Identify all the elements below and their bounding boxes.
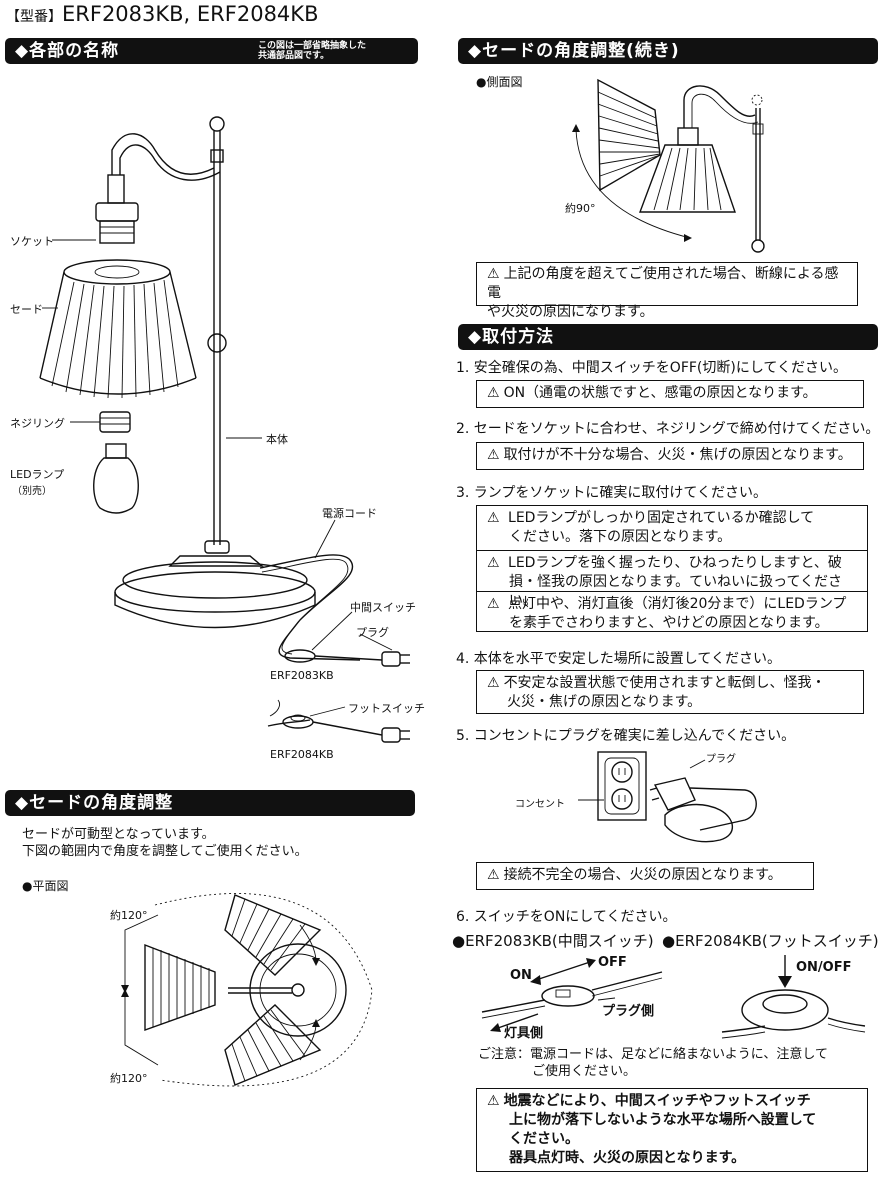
model-number-line: 【型番】ERF2083KB, ERF2084KB: [6, 2, 318, 26]
switch-on-label: ON: [510, 968, 532, 983]
step-6-note-line1: ご注意：電源コードは、足などに絡まないように、注意して: [478, 1047, 828, 1062]
switch-off-label: OFF: [598, 955, 627, 970]
section-parts-title: ◆各部の名称: [15, 41, 120, 61]
section-install-header: ◆取付方法: [458, 324, 878, 350]
step-5-warning: ⚠接続不完全の場合、火災の原因となります。: [476, 862, 814, 890]
step-3-text: 3. ランプをソケットに確実に取付けてください。: [456, 485, 767, 501]
warning-triangle-icon: ⚠: [487, 1093, 500, 1109]
step-3-warning-2-line1: LEDランプを強く握ったり、ひねったりしますと、破: [508, 555, 842, 571]
step-5-warning-text: 接続不完全の場合、火災の原因となります。: [503, 867, 782, 883]
section-parts-header: ◆各部の名称: [5, 38, 418, 64]
label-body: 本体: [266, 433, 288, 446]
warning-triangle-icon: ⚠: [487, 510, 500, 526]
step-6-text: 6. スイッチをONにしてください。: [456, 909, 677, 925]
label-nejiring: ネジリング: [10, 417, 65, 430]
step-6-warning-line2: 上に物が落下しないような水平な場所へ設置して: [509, 1112, 817, 1128]
step-6-warning: ⚠地震などにより、中間スイッチやフットスイッチ 上に物が落下しないような水平な場…: [476, 1088, 868, 1172]
parts-note-line2: 共通部品図です。: [258, 51, 330, 61]
step-4-warning-line2: 火災・焦げの原因となります。: [507, 694, 702, 710]
step-3-warning-3-line1: 点灯中や、消灯直後（消灯後20分まで）にLEDランプ: [508, 596, 847, 612]
step-3-warning-box: ⚠ LEDランプがしっかり固定されているか確認して ください。落下の原因となりま…: [476, 505, 868, 632]
side-angle-label: 約90°: [565, 202, 596, 215]
warning-triangle-icon: ⚠: [487, 675, 500, 691]
step-4-warning: ⚠不安定な設置状態で使用されますと転倒し、怪我・ 火災・焦げの原因となります。: [476, 670, 864, 714]
warning-triangle-icon: ⚠: [487, 555, 500, 571]
label-model-a: ERF2083KB: [270, 669, 334, 682]
plan-view-illustration: [121, 893, 373, 1087]
step-5-outlet-label: コンセント: [515, 799, 565, 810]
section-parts-note: この図は一部省略抽象した 共通部品図です。: [258, 41, 366, 61]
warning-angle-box: ⚠上記の角度を超えてご使用された場合、断線による感電 や火災の原因になります。: [476, 262, 858, 320]
step-2-warning-text: 取付けが不十分な場合、火災・焦げの原因となります。: [503, 447, 852, 463]
warning-angle-line1: 上記の角度を超えてご使用された場合、断線による感電: [487, 266, 839, 301]
step-3-warning-3-line2: を素手でさわりますと、やけどの原因となります。: [509, 615, 829, 631]
side-view-illustration: [572, 78, 765, 253]
label-plug: プラグ: [356, 626, 389, 639]
step-6-sub-b: ●ERF2084KB(フットスイッチ): [662, 932, 879, 950]
lamp-side-label: 灯具側: [504, 1026, 544, 1041]
step-1-warning-text: ON（通電の状態ですと、感電の原因となります。: [503, 385, 817, 401]
label-model-b: ERF2084KB: [270, 748, 334, 761]
step-4-text: 4. 本体を水平で安定した場所に設置してください。: [456, 651, 781, 667]
angle-desc-line1: セードが可動型となっています。: [22, 827, 215, 842]
warning-angle-line2: や火災の原因になります。: [487, 304, 654, 320]
section-install-title: ◆取付方法: [468, 327, 555, 347]
step-2-warning: ⚠取付けが不十分な場合、火災・焦げの原因となります。: [476, 442, 864, 470]
switch-illustrations: [481, 955, 866, 1039]
angle-bottom-label: 約120°: [110, 1072, 148, 1085]
label-led-lamp-note: （別売）: [12, 486, 52, 497]
label-mid-switch: 中間スイッチ: [350, 601, 416, 614]
label-shade: セード: [10, 303, 43, 316]
step-4-warning-line1: 不安定な設置状態で使用されますと転倒し、怪我・: [503, 675, 826, 691]
step-6-sub-a: ●ERF2083KB(中間スイッチ): [452, 932, 654, 950]
side-view-label: ●側面図: [476, 75, 523, 89]
warning-triangle-icon: ⚠: [487, 266, 500, 282]
outlet-plug-illustration: [578, 751, 757, 843]
lamp-parts-illustration: [39, 116, 410, 743]
step-3-warning-1-line1: LEDランプがしっかり固定されているか確認して: [508, 510, 815, 526]
step-1-text: 1. 安全確保の為、中間スイッチをOFF(切断)にしてください。: [456, 360, 848, 376]
warning-triangle-icon: ⚠: [487, 596, 500, 612]
label-led-lamp: LEDランプ: [10, 468, 65, 481]
section-angle-header: ◆セードの角度調整: [5, 790, 415, 816]
section-angle-title: ◆セードの角度調整: [15, 793, 174, 813]
step-3-warning-2: ⚠ LEDランプを強く握ったり、ひねったりしますと、破 損・怪我の原因となります…: [477, 550, 867, 609]
on-off-label: ON/OFF: [796, 960, 852, 975]
step-2-text: 2. セードをソケットに合わせ、ネジリングで締め付けてください。: [456, 421, 880, 437]
label-socket: ソケット: [10, 235, 54, 248]
step-6-note-line2: ご使用ください。: [532, 1064, 637, 1079]
step-1-warning: ⚠ON（通電の状態ですと、感電の原因となります。: [476, 380, 864, 408]
step-5-plug-label: プラグ: [706, 754, 736, 765]
step-3-warning-2-line2: 損・怪我の原因となります。ていねいに扱ってください。: [509, 574, 843, 609]
model-tag: 【型番】: [6, 9, 62, 25]
step-3-warning-1: ⚠ LEDランプがしっかり固定されているか確認して ください。落下の原因となりま…: [487, 509, 861, 547]
label-cord: 電源コード: [322, 507, 377, 520]
label-foot-switch: フットスイッチ: [348, 702, 425, 715]
section-angle-cont-title: ◆セードの角度調整(続き): [468, 41, 680, 61]
step-3-warning-3: ⚠ 点灯中や、消灯直後（消灯後20分まで）にLEDランプ を素手でさわりますと、…: [477, 591, 867, 631]
section-angle-cont-header: ◆セードの角度調整(続き): [458, 38, 878, 64]
step-6-warning-line4: 器具点灯時、火災の原因となります。: [509, 1150, 746, 1166]
angle-top-label: 約120°: [110, 909, 148, 922]
plug-side-label: プラグ側: [602, 1004, 655, 1019]
warning-triangle-icon: ⚠: [487, 385, 500, 401]
step-6-warning-line1: 地震などにより、中間スイッチやフットスイッチ: [503, 1093, 811, 1109]
plan-view-label: ●平面図: [22, 879, 69, 893]
step-5-text: 5. コンセントにプラグを確実に差し込んでください。: [456, 728, 796, 744]
parts-note-line1: この図は一部省略抽象した: [258, 41, 367, 51]
step-6-warning-line3: ください。: [509, 1131, 579, 1147]
warning-triangle-icon: ⚠: [487, 447, 500, 463]
angle-desc-line2: 下図の範囲内で角度を調整してご使用ください。: [22, 844, 308, 859]
warning-triangle-icon: ⚠: [487, 867, 500, 883]
model-names: ERF2083KB, ERF2084KB: [62, 2, 319, 26]
step-3-warning-1-line2: ください。落下の原因となります。: [509, 529, 732, 545]
